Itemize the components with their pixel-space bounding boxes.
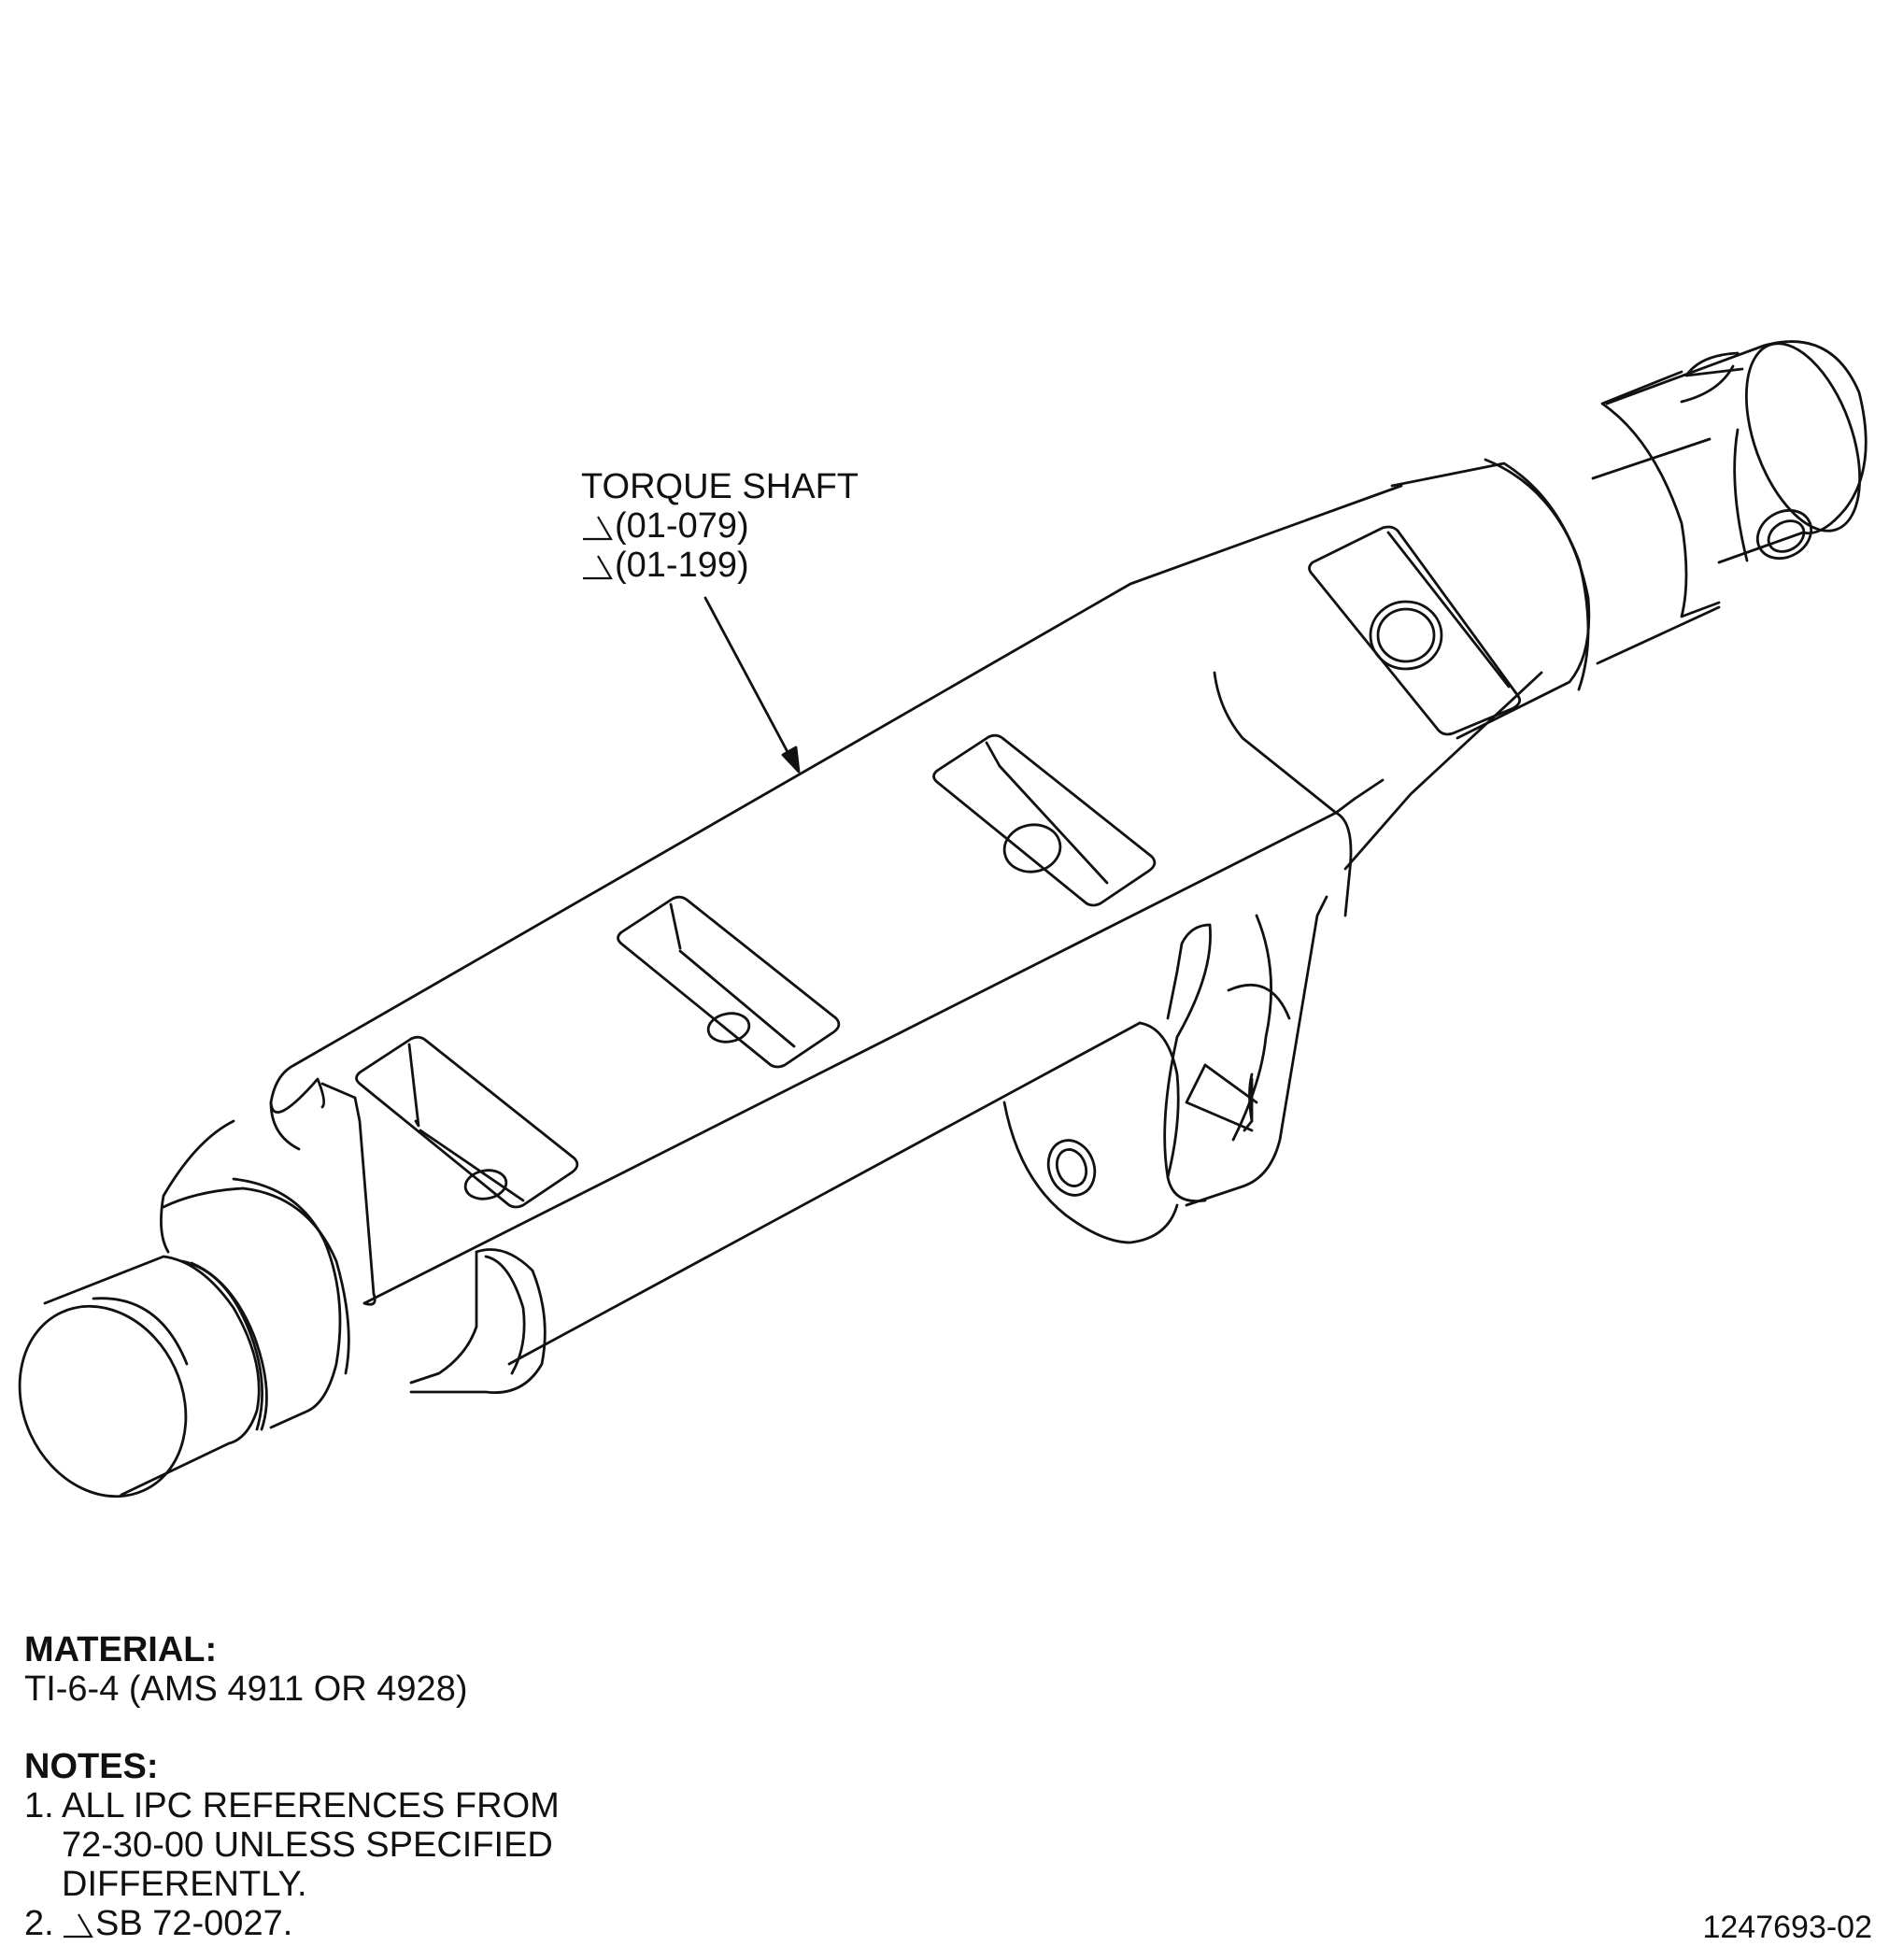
callout-title: TORQUE SHAFT bbox=[581, 467, 859, 506]
triangle-flag-icon bbox=[581, 511, 613, 543]
note-text-line: DIFFERENTLY. bbox=[62, 1865, 307, 1904]
note-number: 2. bbox=[24, 1904, 54, 1943]
material-value: TI-6-4 (AMS 4911 OR 4928) bbox=[24, 1669, 468, 1709]
note-text-line: ALL IPC REFERENCES FROM bbox=[62, 1786, 560, 1825]
shaft-body bbox=[269, 484, 1543, 1366]
pocket-3 bbox=[932, 733, 1157, 907]
note-item-2: 2. SB 72-0027. bbox=[24, 1904, 560, 1943]
callout-ref-1: (01-079) bbox=[581, 506, 859, 546]
note-number: 1. bbox=[24, 1786, 54, 1825]
right-collar bbox=[1390, 458, 1591, 740]
document-number: 1247693-02 bbox=[1702, 1910, 1872, 1945]
triangle-flag-icon bbox=[581, 550, 613, 582]
note-text-line: SB 72-0027. bbox=[62, 1904, 560, 1943]
callout-leader bbox=[703, 596, 801, 774]
note-text-line: 72-30-00 UNLESS SPECIFIED bbox=[62, 1825, 553, 1865]
callout-ref-2: (01-199) bbox=[581, 546, 859, 585]
pocket-2 bbox=[617, 895, 841, 1069]
pocket-1 bbox=[355, 1035, 579, 1209]
material-block: MATERIAL: TI-6-4 (AMS 4911 OR 4928) bbox=[24, 1630, 467, 1709]
right-shaft-end bbox=[1591, 340, 1868, 665]
left-collar bbox=[160, 1119, 547, 1429]
triangle-flag-icon bbox=[62, 1909, 93, 1940]
part-callout: TORQUE SHAFT (01-079) (01-199) bbox=[581, 467, 859, 585]
material-heading: MATERIAL: bbox=[24, 1630, 218, 1669]
note-item-1: 1. ALL IPC REFERENCES FROM 72-30-00 UNLE… bbox=[24, 1786, 560, 1904]
pocket-4 bbox=[1308, 525, 1522, 736]
left-shaft-end bbox=[18, 1255, 268, 1498]
notes-heading: NOTES: bbox=[24, 1747, 159, 1786]
notes-block: NOTES: 1. ALL IPC REFERENCES FROM 72-30-… bbox=[24, 1747, 560, 1943]
